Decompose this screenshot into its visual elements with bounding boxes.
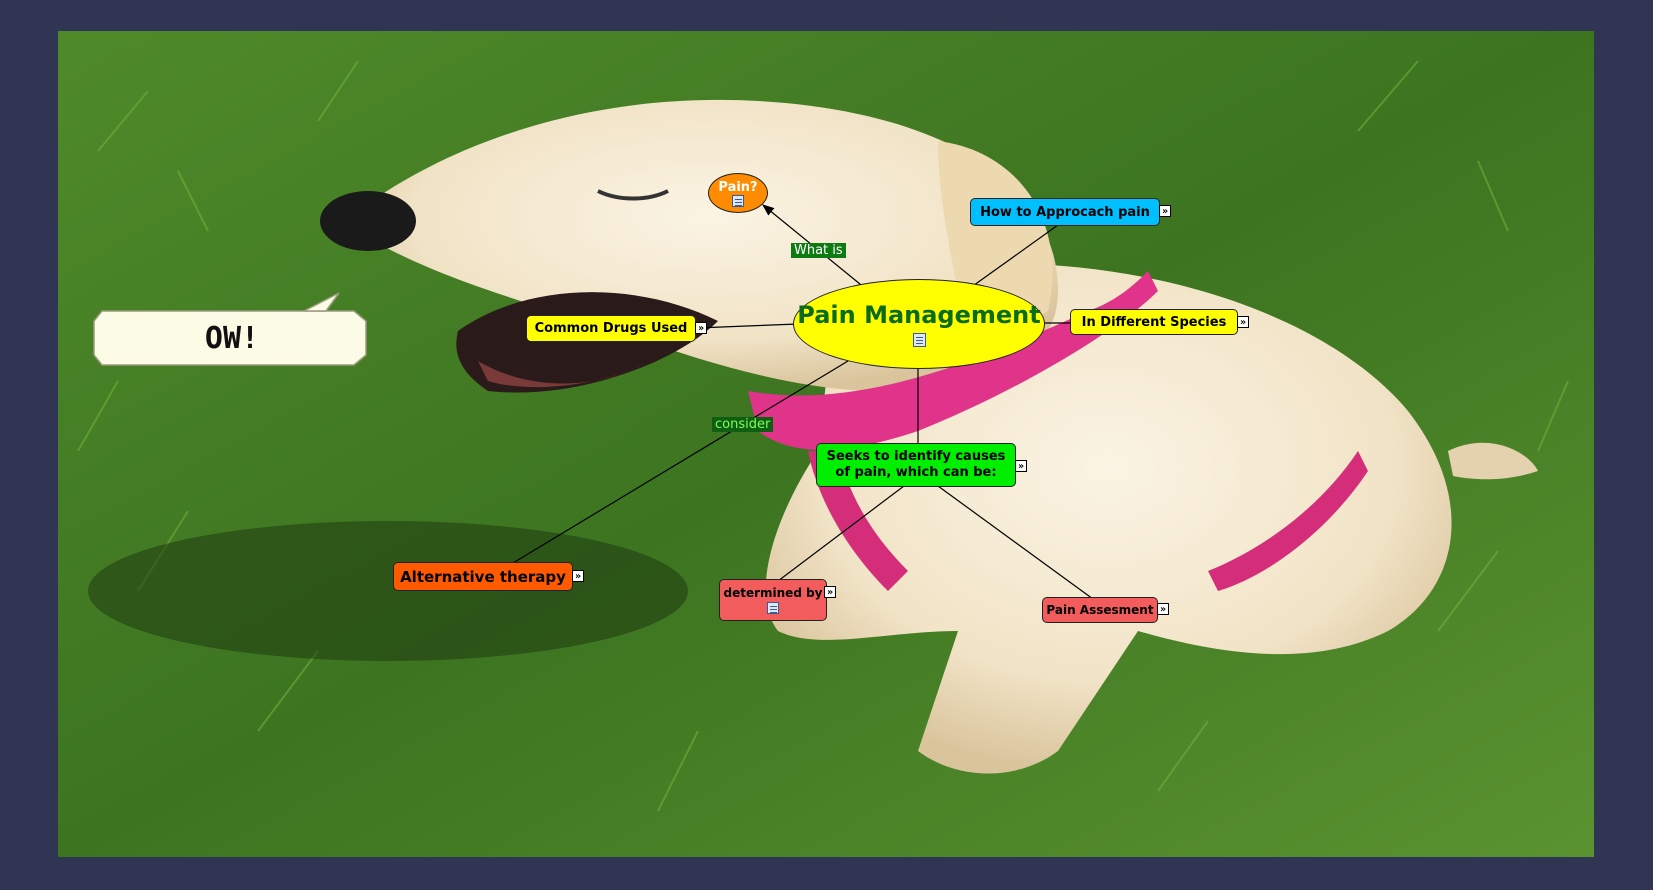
expand-arrow-icon[interactable]: »	[572, 570, 584, 582]
expand-arrow-icon[interactable]: »	[1159, 205, 1171, 217]
expand-arrow-icon[interactable]: »	[824, 586, 836, 598]
causes-label-line2: of pain, which can be:	[835, 465, 997, 480]
pain-label: Pain?	[718, 179, 758, 195]
species-node[interactable]: In Different Species	[1070, 309, 1238, 335]
note-icon[interactable]	[732, 194, 744, 207]
note-icon[interactable]	[767, 602, 779, 614]
expand-arrow-icon[interactable]: »	[1237, 316, 1249, 328]
link-central-alternative	[512, 360, 849, 564]
causes-label-line1: Seeks to identify causes	[826, 449, 1006, 464]
link-causes-assessment	[937, 485, 1094, 600]
causes-node[interactable]: Seeks to identify causes of pain, which …	[816, 443, 1016, 487]
link-causes-determined	[777, 485, 905, 582]
alternative-node[interactable]: Alternative therapy	[393, 562, 573, 591]
expand-arrow-icon[interactable]: »	[1157, 603, 1169, 615]
link-central-approach	[962, 224, 1059, 294]
drugs-label: Common Drugs Used	[534, 321, 688, 336]
central-concept-label: Pain Management	[797, 301, 1041, 329]
assessment-label: Pain Assesment	[1046, 603, 1154, 617]
central-concept-node[interactable]: Pain Management	[793, 279, 1045, 369]
approach-node[interactable]: How to Approcach pain	[970, 198, 1160, 226]
pain-node[interactable]: Pain?	[708, 173, 768, 213]
link-label-consider: consider	[712, 417, 774, 432]
approach-label: How to Approcach pain	[980, 204, 1150, 220]
assessment-node[interactable]: Pain Assesment	[1042, 597, 1158, 623]
determined-by-label: determined by	[723, 586, 823, 600]
note-icon[interactable]	[912, 333, 926, 347]
species-label: In Different Species	[1081, 314, 1227, 330]
link-label-what-is: What is	[791, 243, 846, 258]
expand-arrow-icon[interactable]: »	[1015, 460, 1027, 472]
alternative-label: Alternative therapy	[400, 567, 566, 586]
dog-photo-background	[58, 31, 1594, 857]
link-central-drugs	[695, 323, 799, 329]
concept-map-canvas: OW! What is consider Pain Management Pai…	[58, 31, 1594, 857]
speech-bubble: OW!	[93, 292, 367, 366]
speech-bubble-text: OW!	[205, 321, 259, 356]
drugs-node[interactable]: Common Drugs Used	[526, 315, 696, 342]
expand-arrow-icon[interactable]: »	[695, 322, 707, 334]
determined-by-node[interactable]: determined by	[719, 579, 827, 621]
